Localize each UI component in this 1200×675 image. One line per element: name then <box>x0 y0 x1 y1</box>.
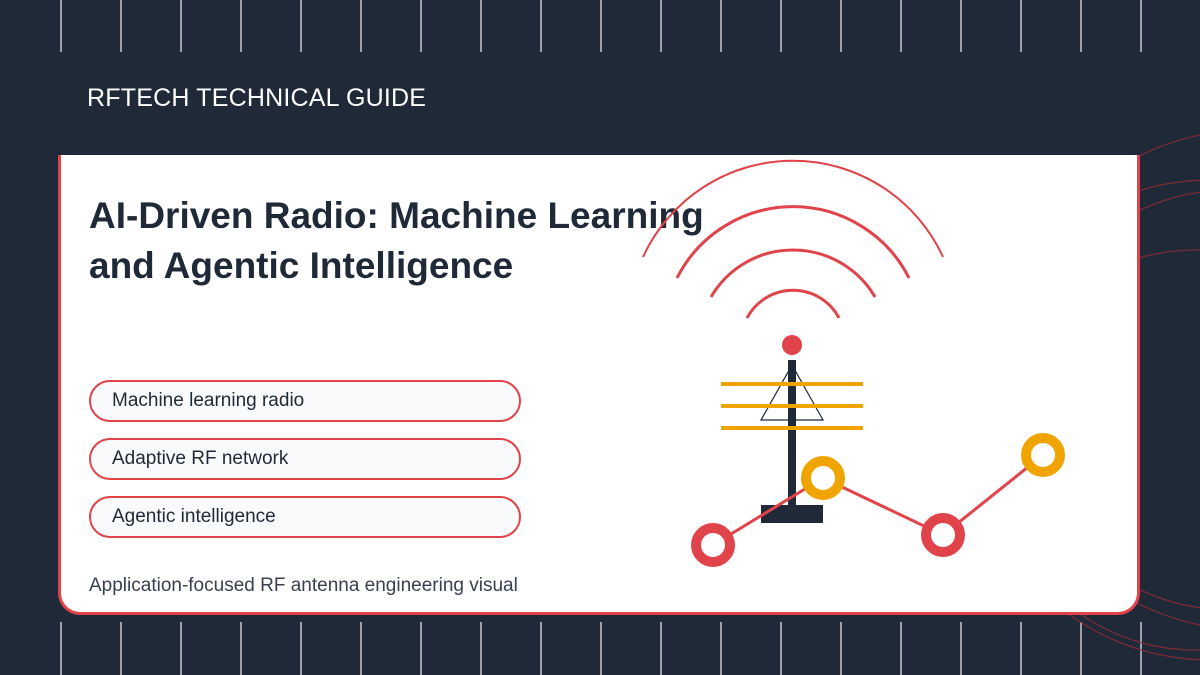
antenna-mast-icon <box>721 335 863 523</box>
network-graph-icon <box>691 433 1065 567</box>
hero-card: AI-Driven Radio: Machine Learning and Ag… <box>58 155 1140 615</box>
title-line-1: AI-Driven Radio: Machine Learning <box>89 195 704 236</box>
antenna-illustration <box>642 159 1065 567</box>
caption: Application-focused RF antenna engineeri… <box>89 575 518 596</box>
radio-waves-icon <box>642 159 944 319</box>
feature-pill-machine-learning: Machine learning radio <box>89 380 521 422</box>
feature-pill-agentic: Agentic intelligence <box>89 496 521 538</box>
feature-pill-adaptive-network: Adaptive RF network <box>89 438 521 480</box>
title-line-2: and Agentic Intelligence <box>89 245 514 286</box>
page-title: AI-Driven Radio: Machine Learning and Ag… <box>89 191 789 291</box>
guide-eyebrow: RFTECH TECHNICAL GUIDE <box>87 84 427 112</box>
